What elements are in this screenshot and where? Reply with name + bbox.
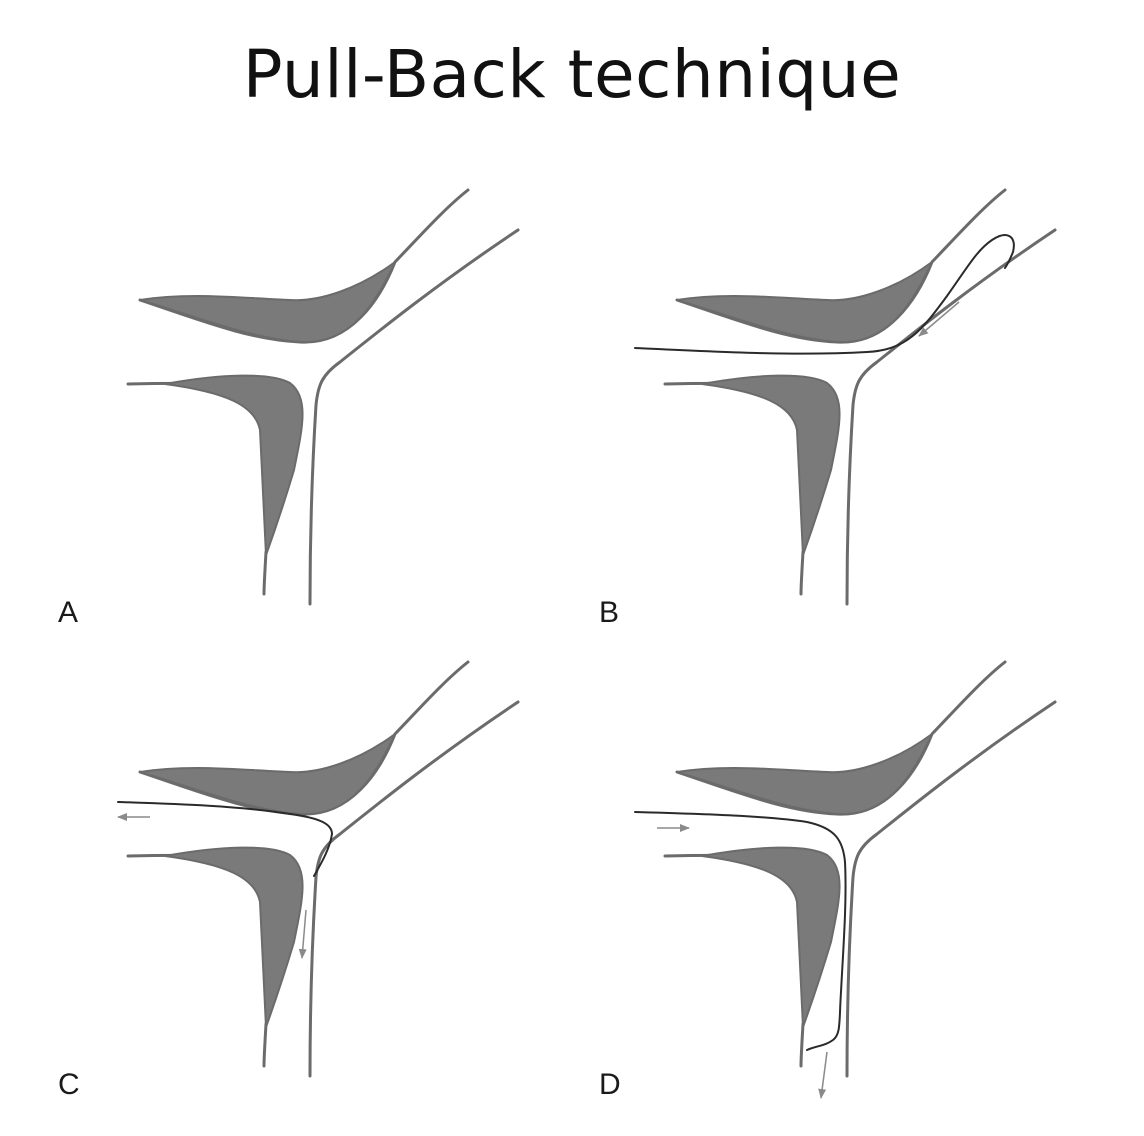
panel-d: D	[599, 660, 1057, 1101]
panel-label-d: D	[599, 1068, 621, 1101]
advance-arrow-c	[298, 909, 307, 959]
catheter-d	[634, 811, 847, 1051]
title-container: Pull-Back technique	[0, 0, 1144, 130]
catheter-c	[117, 801, 334, 877]
pull-arrow-b	[918, 301, 960, 337]
panel-a: A	[58, 188, 520, 629]
panel-label-c: C	[58, 1068, 80, 1101]
catheter-b	[634, 234, 1015, 355]
advance-arrow-d	[818, 1051, 828, 1099]
panel-b: B	[599, 188, 1057, 629]
panel-c: C	[58, 660, 520, 1101]
bifurcation-anatomy-a	[126, 188, 520, 606]
panel-label-a: A	[58, 596, 78, 629]
bifurcation-anatomy-c	[126, 660, 520, 1078]
panel-label-b: B	[599, 596, 619, 629]
bifurcation-anatomy-b	[663, 188, 1057, 606]
bifurcation-anatomy-d	[663, 660, 1057, 1078]
page-title: Pull-Back technique	[242, 36, 902, 113]
